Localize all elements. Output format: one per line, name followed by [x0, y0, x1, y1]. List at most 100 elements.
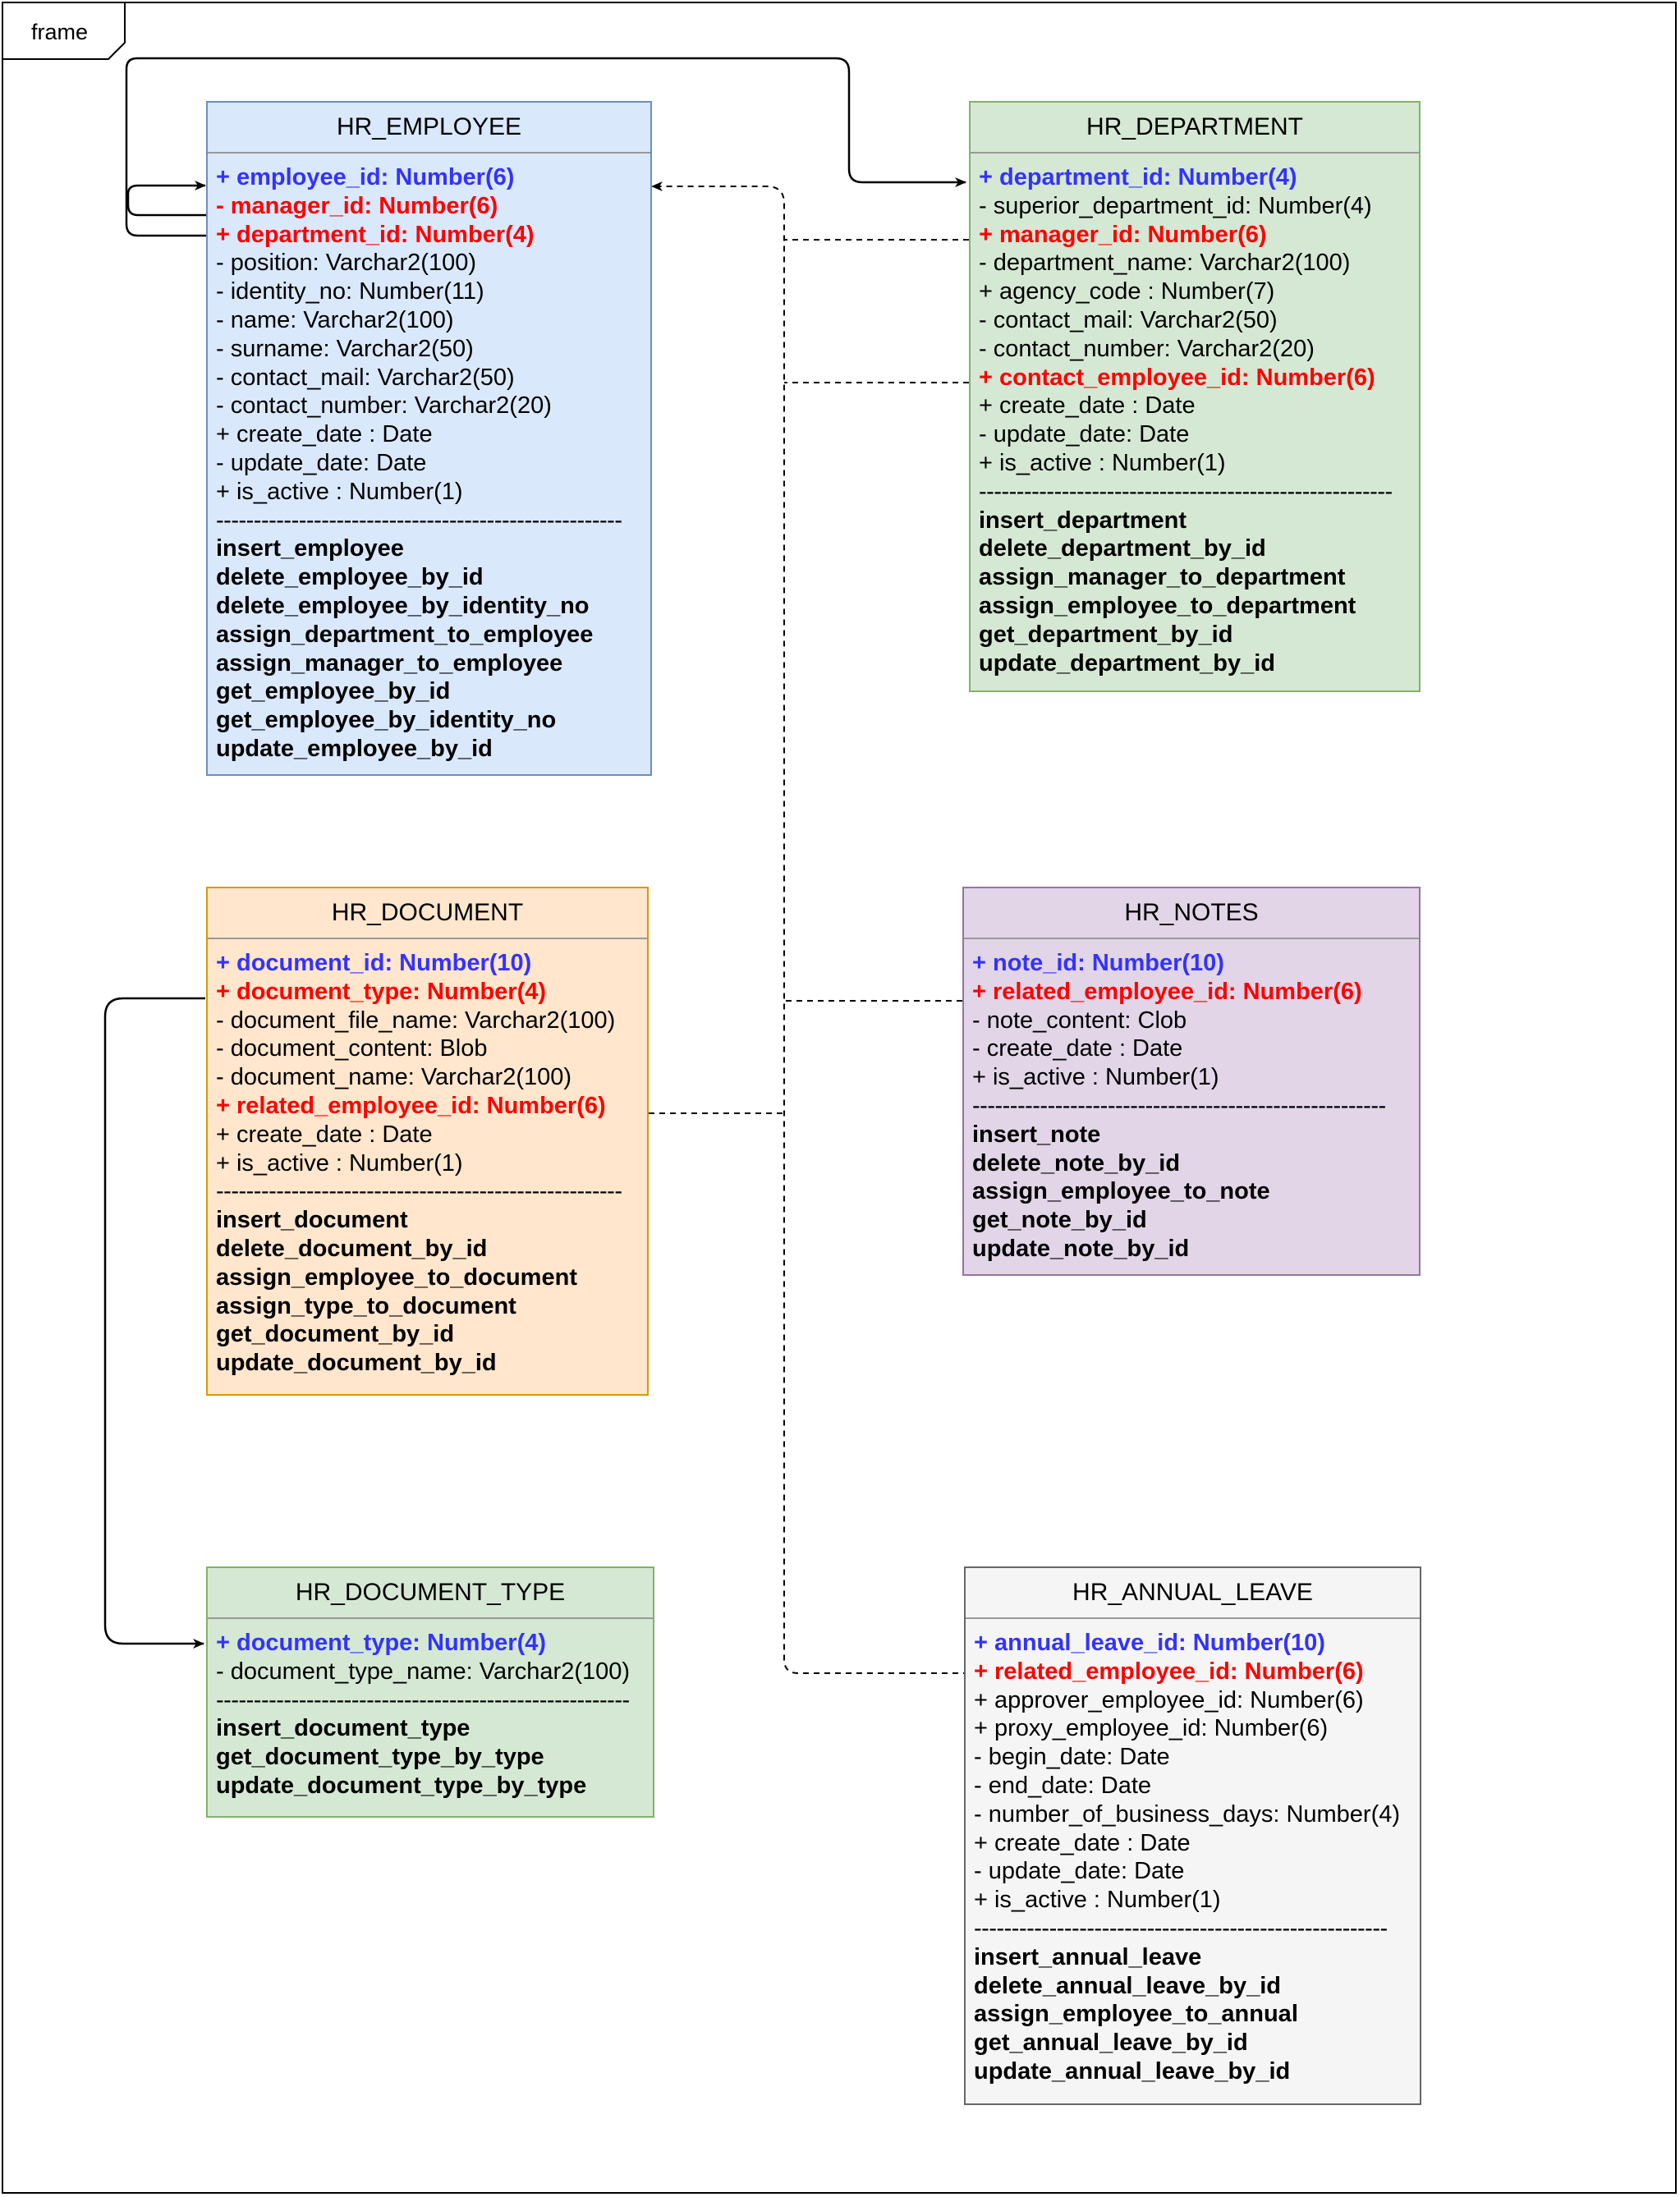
attribute: + proxy_employee_id: Number(6) [974, 1715, 1329, 1742]
primary-key-attribute: + department_id: Number(4) [979, 164, 1297, 190]
entity-body: + document_id: Number(10)+ document_type… [208, 939, 647, 1378]
entity-body: + department_id: Number(4)- superior_dep… [971, 154, 1419, 677]
attribute: - document_name: Varchar2(100) [216, 1064, 572, 1091]
attribute: - department_name: Varchar2(100) [979, 250, 1351, 277]
method: get_employee_by_identity_no [216, 707, 557, 734]
method: update_note_by_id [972, 1235, 1190, 1262]
method: insert_document_type [216, 1715, 470, 1742]
attribute: + is_active : Number(1) [216, 1149, 463, 1176]
attribute: - identity_no: Number(11) [216, 278, 484, 305]
method: get_note_by_id [972, 1207, 1147, 1234]
entity-body: + document_type: Number(4)- document_typ… [208, 1619, 653, 1800]
frame-label-text: frame [31, 20, 89, 44]
primary-key-attribute: + note_id: Number(10) [972, 950, 1224, 976]
method: get_employee_by_id [216, 678, 451, 705]
method: insert_annual_leave [974, 1943, 1202, 1970]
section-separator: ----------------------------------------… [972, 1092, 1386, 1119]
section-separator: ----------------------------------------… [974, 1915, 1388, 1942]
method: insert_note [972, 1121, 1101, 1148]
hr-employee-entity[interactable]: HR_EMPLOYEE + employee_id: Number(6)- ma… [206, 101, 652, 776]
method: get_document_by_id [216, 1321, 455, 1348]
entity-title: HR_DEPARTMENT [971, 103, 1419, 154]
foreign-key-attribute: - manager_id: Number(6) [216, 192, 498, 219]
attribute: - document_file_name: Varchar2(100) [216, 1007, 616, 1034]
method: insert_department [979, 507, 1187, 534]
method: assign_manager_to_employee [216, 649, 563, 677]
method: assign_department_to_employee [216, 621, 594, 648]
method: delete_document_by_id [216, 1235, 488, 1262]
attribute: - update_date: Date [216, 449, 427, 476]
attribute: - surname: Varchar2(50) [216, 335, 474, 362]
section-separator: ----------------------------------------… [979, 478, 1393, 505]
method: update_employee_by_id [216, 735, 493, 762]
attribute: - create_date : Date [972, 1035, 1183, 1062]
foreign-key-attribute: + contact_employee_id: Number(6) [979, 364, 1375, 391]
attribute: + is_active : Number(1) [972, 1064, 1219, 1091]
primary-key-attribute: + employee_id: Number(6) [216, 164, 515, 190]
method: get_department_by_id [979, 621, 1233, 648]
attribute: - document_type_name: Varchar2(100) [216, 1658, 631, 1685]
attribute: + agency_code : Number(7) [979, 278, 1275, 305]
hr-document-entity[interactable]: HR_DOCUMENT + document_id: Number(10)+ d… [206, 887, 649, 1396]
method: delete_department_by_id [979, 535, 1266, 562]
attribute: + create_date : Date [216, 1121, 433, 1148]
attribute: - name: Varchar2(100) [216, 306, 454, 333]
method: update_document_by_id [216, 1350, 497, 1377]
foreign-key-attribute: + related_employee_id: Number(6) [974, 1658, 1364, 1685]
method: insert_document [216, 1207, 408, 1234]
method: get_annual_leave_by_id [974, 2030, 1248, 2057]
attribute: + create_date : Date [974, 1829, 1191, 1856]
attribute: + approver_employee_id: Number(6) [974, 1686, 1364, 1713]
method: get_document_type_by_type [216, 1744, 544, 1771]
frame-label-outline [2, 2, 126, 60]
foreign-key-attribute: + department_id: Number(4) [216, 221, 535, 248]
method: delete_employee_by_identity_no [216, 592, 590, 619]
section-separator: ----------------------------------------… [216, 507, 622, 534]
foreign-key-attribute: + manager_id: Number(6) [979, 221, 1267, 248]
attribute: - contact_number: Varchar2(20) [216, 392, 552, 420]
attribute: + is_active : Number(1) [974, 1887, 1221, 1914]
hr-department-entity[interactable]: HR_DEPARTMENT + department_id: Number(4)… [969, 101, 1421, 692]
entity-title: HR_NOTES [964, 888, 1419, 939]
attribute: + create_date : Date [216, 421, 433, 448]
entity-title: HR_ANNUAL_LEAVE [966, 1568, 1420, 1619]
foreign-key-attribute: + document_type: Number(4) [216, 978, 547, 1005]
entity-body: + employee_id: Number(6)- manager_id: Nu… [208, 154, 650, 764]
method: delete_employee_by_id [216, 564, 484, 591]
entity-title: HR_DOCUMENT_TYPE [208, 1568, 653, 1619]
foreign-key-attribute: + related_employee_id: Number(6) [972, 978, 1362, 1005]
hr-annual-leave-entity[interactable]: HR_ANNUAL_LEAVE + annual_leave_id: Numbe… [964, 1566, 1421, 2105]
method: assign_employee_to_annual [974, 2001, 1298, 2028]
hr-document-type-entity[interactable]: HR_DOCUMENT_TYPE + document_type: Number… [206, 1566, 654, 1818]
attribute: + create_date : Date [979, 392, 1196, 420]
attribute: - document_content: Blob [216, 1035, 488, 1062]
method: assign_manager_to_department [979, 564, 1346, 591]
primary-key-attribute: + document_id: Number(10) [216, 950, 532, 976]
attribute: - contact_mail: Varchar2(50) [979, 306, 1278, 333]
attribute: - end_date: Date [974, 1772, 1152, 1799]
method: assign_type_to_document [216, 1292, 516, 1319]
entity-body: + note_id: Number(10)+ related_employee_… [964, 939, 1419, 1264]
primary-key-attribute: + annual_leave_id: Number(10) [974, 1630, 1325, 1656]
entity-title: HR_EMPLOYEE [208, 103, 650, 154]
method: update_department_by_id [979, 649, 1275, 677]
method: assign_employee_to_department [979, 592, 1356, 619]
method: delete_annual_leave_by_id [974, 1972, 1281, 1999]
attribute: - position: Varchar2(100) [216, 250, 477, 277]
method: delete_note_by_id [972, 1149, 1181, 1176]
hr-notes-entity[interactable]: HR_NOTES + note_id: Number(10)+ related_… [962, 887, 1421, 1276]
attribute: + is_active : Number(1) [979, 449, 1226, 476]
entity-body: + annual_leave_id: Number(10)+ related_e… [966, 1619, 1420, 2086]
attribute: - number_of_business_days: Number(4) [974, 1800, 1401, 1828]
attribute: + is_active : Number(1) [216, 478, 463, 505]
attribute: - contact_number: Varchar2(20) [979, 335, 1315, 362]
primary-key-attribute: + document_type: Number(4) [216, 1630, 547, 1656]
method: update_document_type_by_type [216, 1772, 587, 1799]
method: insert_employee [216, 535, 404, 562]
attribute: - update_date: Date [979, 421, 1190, 448]
attribute: - update_date: Date [974, 1858, 1185, 1885]
method: assign_employee_to_note [972, 1178, 1270, 1205]
attribute: - begin_date: Date [974, 1744, 1170, 1771]
entity-title: HR_DOCUMENT [208, 888, 647, 939]
